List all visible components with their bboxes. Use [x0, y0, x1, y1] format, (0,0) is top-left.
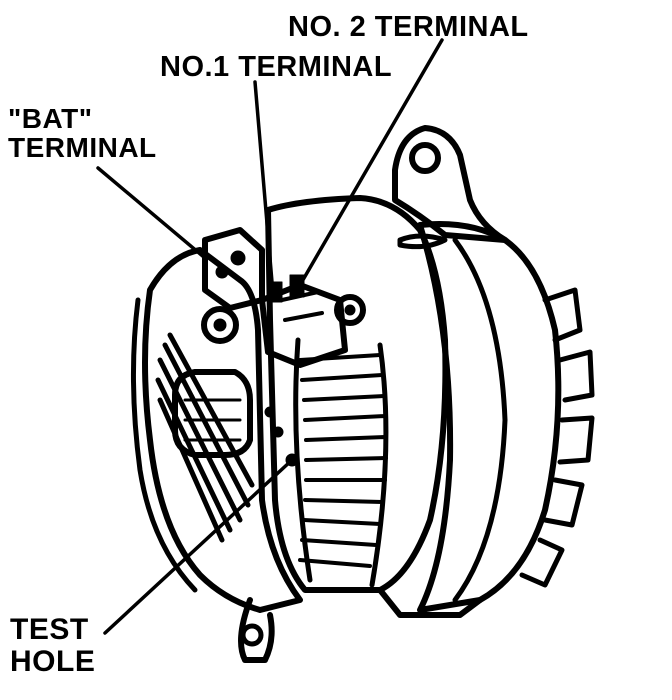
test-hole-label-line1: TEST: [10, 613, 89, 646]
no2-terminal-pin: [289, 274, 305, 298]
rear-housing: [142, 247, 303, 613]
cooling-ribs: [298, 353, 388, 568]
no2-terminal-label: NO. 2 TERMINAL: [288, 11, 529, 43]
front-housing: [417, 221, 562, 613]
front-slots: [519, 287, 595, 588]
no1-terminal-label: NO.1 TERMINAL: [160, 51, 393, 83]
lower-mounting-foot: [377, 587, 483, 618]
bat-terminal-label: "BAT"TERMINAL: [8, 104, 157, 163]
regulator-cover: [172, 369, 253, 458]
leader-bat: [96, 166, 207, 260]
bat-terminal-label-line2: TERMINAL: [8, 132, 157, 164]
leader-no1: [253, 80, 274, 284]
bat-terminal-label-line1: "BAT": [8, 103, 93, 134]
mounting-bolt: [201, 306, 239, 344]
leader-test: [103, 458, 294, 635]
upper-mounting-ear: [392, 125, 508, 243]
no1-terminal-pin: [269, 281, 283, 303]
test-hole-label-line2: HOLE: [10, 644, 96, 678]
leader-lines: [96, 38, 444, 635]
leader-no2: [298, 38, 444, 287]
